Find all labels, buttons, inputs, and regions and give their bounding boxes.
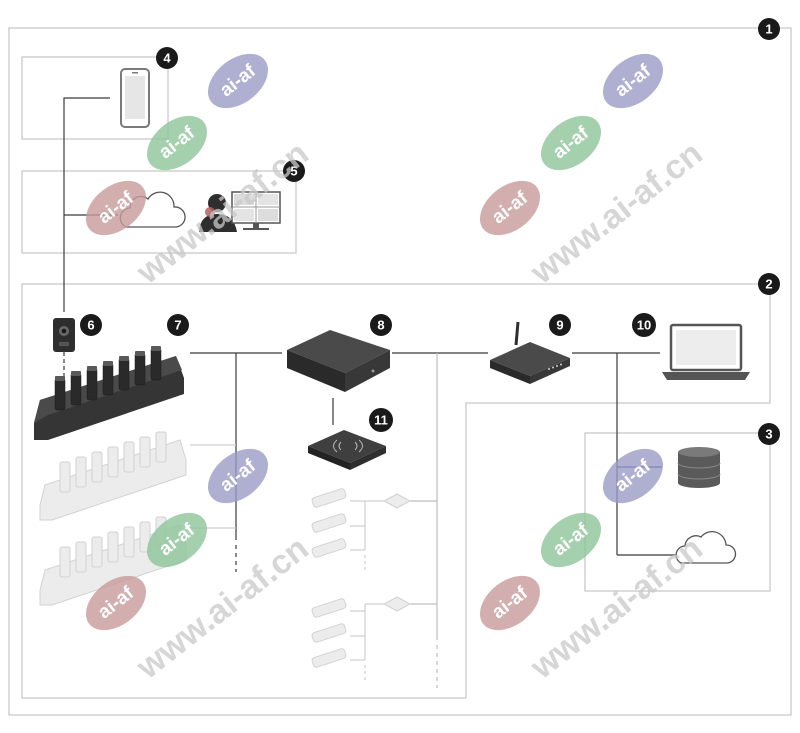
router-icon <box>490 321 570 384</box>
zone-3-frame <box>584 432 771 592</box>
svg-text:4: 4 <box>163 51 171 66</box>
svg-text:3: 3 <box>765 427 772 442</box>
svg-text:11: 11 <box>374 413 388 428</box>
badge-zone-5: 5 <box>283 160 305 182</box>
svg-text:7: 7 <box>174 318 181 333</box>
watermark-oval: ai-af <box>85 180 147 236</box>
phone-link <box>63 97 110 312</box>
operator-icon <box>199 194 237 232</box>
svg-text:1: 1 <box>765 22 772 37</box>
watermark-oval: ai-af <box>85 575 147 631</box>
badge-device-8: 8 <box>370 314 392 336</box>
watermark-oval: ai-af <box>479 575 541 631</box>
watermark-oval: ai-af <box>602 53 664 109</box>
zone-5-frame <box>21 170 297 254</box>
badge-device-6: 6 <box>80 314 102 336</box>
watermark-oval: ai-af <box>540 512 602 568</box>
ghost-hub-2 <box>382 596 412 612</box>
watermark-oval: ai-af <box>207 448 269 504</box>
svg-text:9: 9 <box>556 318 563 333</box>
cloud-storage-icon <box>675 530 737 564</box>
badge-zone-4: 4 <box>156 47 178 69</box>
badge-device-9: 9 <box>549 314 571 336</box>
badge-device-11: 11 <box>369 408 393 432</box>
zone-1-frame <box>8 27 792 716</box>
svg-text:10: 10 <box>637 318 651 333</box>
badge-device-7: 7 <box>167 314 189 336</box>
badge-device-10: 10 <box>632 313 656 337</box>
connection-lines <box>63 97 678 688</box>
ghost-dock-1 <box>39 431 187 521</box>
badge-zone-3: 3 <box>758 423 780 445</box>
ghost-mini-lines <box>350 500 384 682</box>
watermark-oval: ai-af <box>602 448 664 504</box>
ghost-hub-1 <box>382 493 412 509</box>
laptop-icon <box>662 323 750 380</box>
monitor-wall-icon <box>231 191 281 230</box>
watermark-oval: ai-af <box>146 115 208 171</box>
badge-zone-1: 1 <box>758 18 780 40</box>
badges: 1 2 3 4 5 6 7 8 <box>80 18 780 445</box>
watermark-oval: ai-af <box>207 53 269 109</box>
zone-4-frame <box>21 56 169 140</box>
docking-station-icon <box>34 346 184 440</box>
rfid-reader-icon <box>308 430 386 470</box>
svg-text:5: 5 <box>290 164 297 179</box>
svg-text:6: 6 <box>87 318 94 333</box>
watermark-oval: ai-af <box>479 180 541 236</box>
svg-text:2: 2 <box>765 277 772 292</box>
smartphone-icon <box>120 68 150 128</box>
database-icon <box>677 447 721 488</box>
watermark-oval: ai-af <box>540 115 602 171</box>
system-controller-icon <box>287 330 390 392</box>
svg-text:8: 8 <box>377 318 384 333</box>
watermark-oval: ai-af <box>146 512 208 568</box>
ghost-mini-docks <box>311 488 347 668</box>
badge-zone-2: 2 <box>758 273 780 295</box>
